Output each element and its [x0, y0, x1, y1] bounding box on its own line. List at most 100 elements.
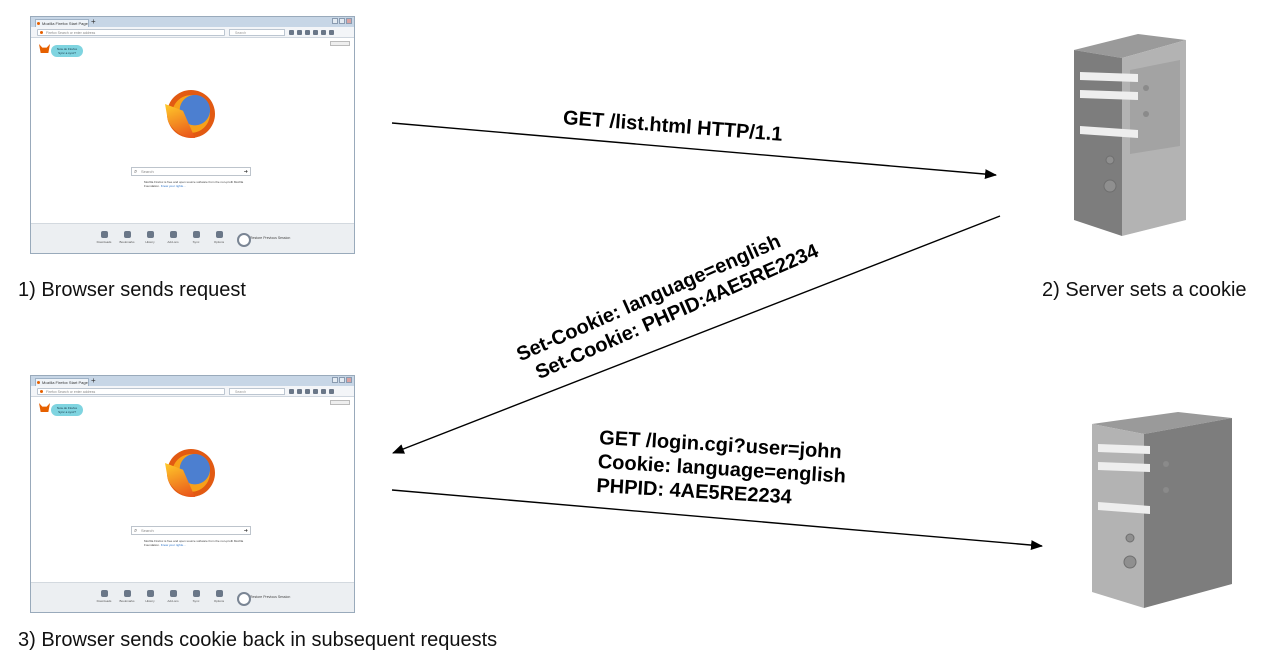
download-icon[interactable]	[305, 30, 310, 35]
toolbar-icons	[289, 30, 334, 35]
browser-window-top: Mozilla Firefox Start Page + Firefox Sea…	[30, 16, 355, 254]
launcher-label: Bookmarks	[119, 240, 135, 244]
corner-button[interactable]	[330, 41, 350, 46]
maximize-icon[interactable]	[339, 377, 345, 383]
firefox-logo-icon	[167, 90, 215, 138]
sync-bubble[interactable]: Now do Firefox Sync a sync?	[51, 404, 83, 416]
tab-bar: Mozilla Firefox Start Page +	[31, 17, 354, 27]
foundation-text: Mozilla Firefox is free and open source …	[144, 539, 244, 547]
home-icon[interactable]	[313, 30, 318, 35]
new-tab-button[interactable]: +	[91, 376, 96, 385]
firefox-logo-icon	[167, 449, 215, 497]
sync-bubble[interactable]: Now do Firefox Sync a sync?	[51, 45, 83, 57]
close-icon[interactable]	[346, 18, 352, 24]
options-launcher[interactable]: Options	[210, 231, 228, 244]
downloads-launcher[interactable]: Downloads	[95, 590, 113, 603]
subsequent-request-label: GET /login.cgi?user=john Cookie: languag…	[596, 426, 848, 513]
launcher-label: Options	[213, 240, 225, 244]
response-arrow	[392, 215, 1001, 454]
foundation-text: Mozilla Firefox is free and open source …	[144, 180, 244, 188]
launcher-label: History	[145, 240, 155, 244]
subsequent-request-arrow	[391, 489, 1043, 551]
menu-icon[interactable]	[329, 30, 334, 35]
launcher-label: Sync	[192, 240, 200, 244]
search-input[interactable]: Search	[131, 526, 251, 535]
clock-icon	[146, 231, 154, 238]
start-page: Now do Firefox Sync a sync? Search Mozil…	[31, 397, 354, 582]
launcher-label: Sync	[192, 599, 200, 603]
bookmarks-icon[interactable]	[297, 389, 302, 394]
sync-icon	[192, 231, 200, 238]
sync-icon	[192, 590, 200, 597]
request-arrow	[391, 122, 997, 180]
restore-session-button[interactable]: Restore Previous Session	[237, 233, 290, 247]
foundation-note: Mozilla Firefox is free and open source …	[144, 539, 244, 547]
launcher-label: Downloads	[96, 599, 112, 603]
download-icon	[100, 590, 108, 597]
step-3-caption: 3) Browser sends cookie back in subseque…	[18, 629, 498, 651]
minimize-icon[interactable]	[332, 377, 338, 383]
start-page: Now do Firefox Sync a sync? Search Mozil…	[31, 38, 354, 223]
server-bottom-icon	[1092, 412, 1232, 608]
history-launcher[interactable]: History	[141, 590, 159, 603]
tab-bar: Mozilla Firefox Start Page +	[31, 376, 354, 386]
launcher-label: Options	[213, 599, 225, 603]
rights-link[interactable]: Know your rights...	[160, 543, 186, 547]
browser-window-bottom: Mozilla Firefox Start Page + Firefox Sea…	[30, 375, 355, 613]
gear-icon	[215, 231, 223, 238]
puzzle-icon	[169, 590, 177, 597]
foundation-note: Mozilla Firefox is free and open source …	[144, 180, 244, 188]
download-icon[interactable]	[305, 389, 310, 394]
pocket-icon[interactable]	[321, 389, 326, 394]
home-icon[interactable]	[313, 389, 318, 394]
launcher-bar: Downloads Bookmarks History Add-ons Sync…	[31, 582, 354, 612]
search-input[interactable]: Search	[131, 167, 251, 176]
options-launcher[interactable]: Options	[210, 590, 228, 603]
addons-launcher[interactable]: Add-ons	[164, 590, 182, 603]
address-bar[interactable]: Firefox Search or enter address	[37, 388, 225, 395]
launcher-label: Bookmarks	[119, 599, 135, 603]
sync-launcher[interactable]: Sync	[187, 590, 205, 603]
toolbar-search-input[interactable]: Search	[229, 388, 285, 395]
menu-icon[interactable]	[329, 389, 334, 394]
downloads-launcher[interactable]: Downloads	[95, 231, 113, 244]
close-icon[interactable]	[346, 377, 352, 383]
fox-mascot-icon	[39, 403, 50, 412]
history-launcher[interactable]: History	[141, 231, 159, 244]
step-1-caption: 1) Browser sends request	[18, 279, 246, 301]
server-top-icon	[1074, 34, 1186, 236]
browser-tab[interactable]: Mozilla Firefox Start Page	[35, 19, 89, 27]
address-bar[interactable]: Firefox Search or enter address	[37, 29, 225, 36]
fox-mascot-icon	[39, 44, 50, 53]
addons-launcher[interactable]: Add-ons	[164, 231, 182, 244]
toolbar-icons	[289, 389, 334, 394]
window-controls	[332, 18, 352, 24]
window-controls	[332, 377, 352, 383]
puzzle-icon	[169, 231, 177, 238]
nav-toolbar: Firefox Search or enter address Search	[31, 386, 354, 397]
browser-tab[interactable]: Mozilla Firefox Start Page	[35, 378, 89, 386]
star-icon	[123, 231, 131, 238]
rights-link[interactable]: Know your rights...	[160, 184, 186, 188]
toolbar-search-input[interactable]: Search	[229, 29, 285, 36]
step-2-caption: 2) Server sets a cookie	[1042, 279, 1247, 301]
star-icon[interactable]	[289, 389, 294, 394]
maximize-icon[interactable]	[339, 18, 345, 24]
download-icon	[100, 231, 108, 238]
corner-button[interactable]	[330, 400, 350, 405]
pocket-icon[interactable]	[321, 30, 326, 35]
nav-toolbar: Firefox Search or enter address Search	[31, 27, 354, 38]
sync-launcher[interactable]: Sync	[187, 231, 205, 244]
star-icon[interactable]	[289, 30, 294, 35]
launcher-label: History	[145, 599, 155, 603]
launcher-bar: Downloads Bookmarks History Add-ons Sync…	[31, 223, 354, 253]
restore-session-button[interactable]: Restore Previous Session	[237, 592, 290, 606]
star-icon	[123, 590, 131, 597]
bookmarks-launcher[interactable]: Bookmarks	[118, 590, 136, 603]
new-tab-button[interactable]: +	[91, 17, 96, 26]
bookmarks-icon[interactable]	[297, 30, 302, 35]
minimize-icon[interactable]	[332, 18, 338, 24]
bookmarks-launcher[interactable]: Bookmarks	[118, 231, 136, 244]
launcher-label: Downloads	[96, 240, 112, 244]
